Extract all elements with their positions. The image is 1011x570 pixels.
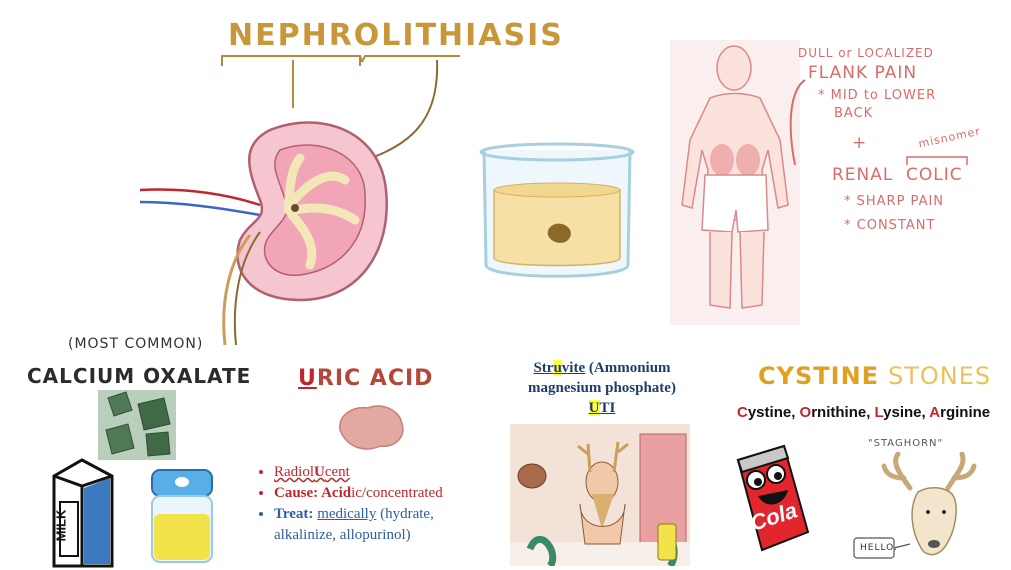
mnemonic-c: C [737, 404, 748, 421]
most-common-text: (MOST COMMON) [68, 336, 204, 352]
mnemonic-a: A [929, 404, 941, 421]
radiolucent-text-b: U [314, 464, 325, 480]
renal-text: RENAL [832, 165, 894, 185]
colic-text: COLIC [906, 165, 963, 185]
struvite-illustration [510, 424, 690, 566]
pain-brackets [789, 79, 968, 166]
body-back-illustration [670, 40, 800, 325]
cause-label: Cause: [274, 485, 322, 501]
struvite-s4: (Ammonium [585, 360, 671, 376]
struvite-s2: u [553, 360, 562, 376]
mnemonic-l: L [874, 404, 884, 421]
staghorn-text: "STAGHORN" [868, 438, 944, 449]
radiolucent-text-a: Radiol [274, 464, 314, 480]
flank-pain-text: FLANK PAIN [808, 63, 918, 83]
mnemonic-arginine: rginine [940, 404, 991, 421]
pain-mid-lower-text: * MID to LOWER [818, 88, 937, 103]
uric-bullet-treat: Treat: medically (hydrate, alkalinize, a… [274, 504, 494, 546]
uti-u: U [588, 400, 600, 416]
milk-carton-illustration [52, 458, 114, 568]
uric-acid-label: URIC ACID [298, 366, 433, 391]
pain-dull-text: DULL or LOCALIZED [798, 46, 934, 60]
staghorn-deer-illustration [853, 452, 977, 559]
struvite-s3: vite [561, 360, 586, 376]
struvite-uti: UTI [504, 398, 700, 418]
mnemonic-ornithine: rnithine, [811, 404, 875, 421]
struvite-line-1: Struvite (Ammonium [504, 358, 700, 378]
beaker-illustration [479, 142, 635, 278]
uric-stone-illustration [339, 405, 404, 450]
hello-text: HELLO. [860, 543, 898, 553]
constant-text: * CONSTANT [844, 218, 936, 233]
mnemonic-o: O [799, 404, 812, 421]
milk-label: MILK [53, 509, 69, 542]
uric-bullet-list: RadiolUcent Cause: Acidic/concentrated T… [254, 462, 494, 546]
uric-bullet-radiolucent: RadiolUcent [274, 462, 494, 483]
cause-rest: ic/concentrated [351, 485, 443, 501]
pain-back-text: BACK [834, 106, 874, 121]
struvite-heading: Struvite (Ammonium magnesium phosphate) … [504, 358, 700, 418]
sharp-pain-text: * SHARP PAIN [844, 194, 945, 209]
radiolucent-text-c: cent [324, 464, 350, 480]
struvite-s1: Str [533, 360, 554, 376]
cystine-label: CYSTINE [758, 362, 880, 390]
uric-rest-text: RIC ACID [316, 366, 434, 391]
uti-rest: TI [599, 400, 616, 416]
cola-mnemonic: Cystine, Ornithine, Lysine, Arginine [737, 404, 990, 421]
kidney-illustration [140, 121, 388, 346]
supplement-jar-illustration [151, 469, 213, 563]
calcium-crystal-image [98, 390, 176, 460]
treat-medically: medically [317, 506, 377, 522]
stones-label: STONES [888, 362, 992, 390]
page-title: NEPHROLITHIASIS [228, 18, 564, 53]
treat-rest: (hydrate, alkalinize, allopurinol) [274, 506, 434, 543]
cola-can-illustration [736, 444, 810, 552]
mnemonic-lysine: ysine, [883, 404, 930, 421]
struvite-line-2: magnesium phosphate) [528, 380, 676, 396]
uric-bullet-cause: Cause: Acidic/concentrated [274, 483, 494, 504]
cause-acid: Acid [321, 485, 352, 501]
mnemonic-cystine: ystine, [747, 404, 800, 421]
calcium-oxalate-label: CALCIUM OXALATE [27, 364, 252, 388]
pain-plus-text: + [852, 133, 868, 153]
treat-label: Treat: [274, 506, 318, 522]
uric-u-letter: U [298, 366, 317, 391]
